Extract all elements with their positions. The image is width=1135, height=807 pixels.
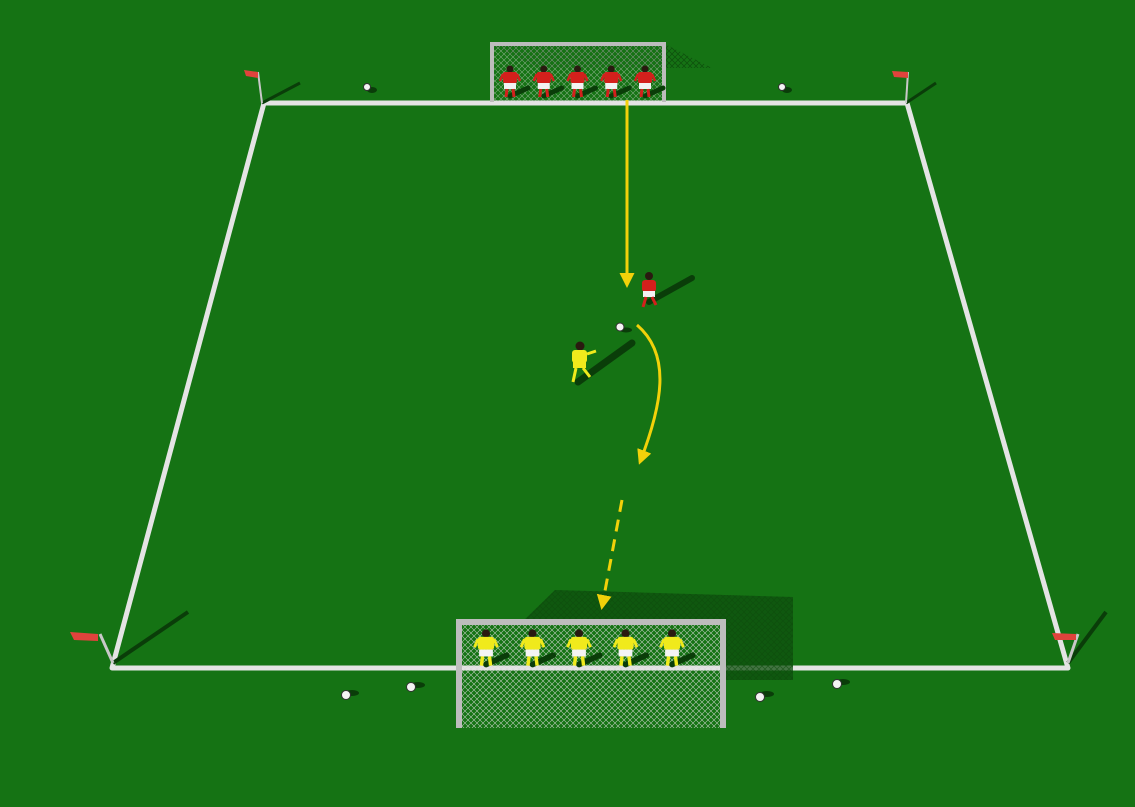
bottom-goal (458, 622, 723, 728)
